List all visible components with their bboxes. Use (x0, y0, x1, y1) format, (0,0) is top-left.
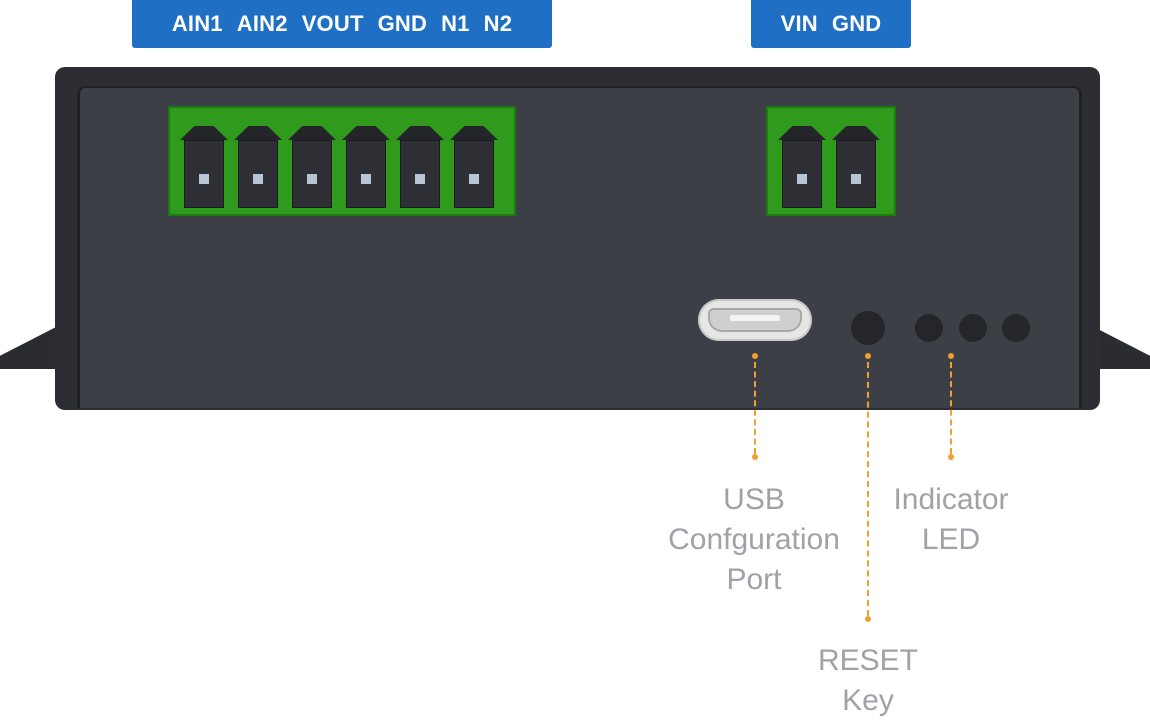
terminal-slot (396, 112, 444, 210)
reset-callout-line: RESET (817, 644, 919, 677)
terminal-slot (234, 112, 282, 210)
terminal-screw (469, 174, 479, 184)
terminal-pin-labels-left: AIN1 AIN2 VOUT GND N1 N2 (132, 0, 552, 48)
terminal-pin-labels-right: VIN GND (751, 0, 911, 48)
terminal-slot (778, 112, 826, 210)
terminal-slot (342, 112, 390, 210)
terminal-slot (288, 112, 336, 210)
reset-key (851, 311, 885, 345)
power-terminal-block (766, 106, 896, 216)
usb-leader-end-dot (752, 454, 758, 460)
reset-leader-line (867, 362, 869, 616)
terminal-screw (307, 174, 317, 184)
usb-callout-line: Port (726, 563, 782, 596)
pin-label-n1: N1 (441, 11, 470, 36)
usb-leader-start-dot (752, 353, 758, 359)
led-leader-line (950, 362, 952, 454)
terminal-slot (180, 112, 228, 210)
indicator-led (1002, 314, 1030, 342)
signal-terminal-block (168, 106, 516, 216)
terminal-screw (361, 174, 371, 184)
indicator-callout-line: LED (921, 523, 981, 556)
usb-configuration-port (698, 299, 812, 341)
indicator-led (915, 314, 943, 342)
reset-callout-line: Key (842, 684, 894, 717)
terminal-screw (253, 174, 263, 184)
usb-callout-line: Confguration (668, 523, 840, 556)
pin-label-power-gnd: GND (831, 11, 882, 36)
indicator-led (959, 314, 987, 342)
terminal-screw (797, 174, 807, 184)
terminal-screw (851, 174, 861, 184)
indicator-callout-line: Indicator (893, 483, 1009, 516)
pin-label-n2: N2 (483, 11, 513, 36)
usb-leader-line (754, 362, 756, 454)
led-leader-start-dot (948, 353, 954, 359)
terminal-screw (415, 174, 425, 184)
pin-label-ain1: AIN1 (171, 11, 223, 36)
reset-callout-label: RESET Key (793, 641, 943, 721)
reset-leader-end-dot (865, 616, 871, 622)
indicator-callout-label: Indicator LED (876, 480, 1026, 560)
mounting-tab-left (0, 325, 60, 369)
pin-label-ain2: AIN2 (236, 11, 288, 36)
usb-callout-line: USB (723, 483, 785, 516)
reset-leader-start-dot (865, 353, 871, 359)
usb-callout-label: USB Confguration Port (654, 480, 854, 600)
pin-label-gnd: GND (377, 11, 428, 36)
pin-label-vin: VIN (780, 11, 818, 36)
pin-label-vout: VOUT (301, 11, 364, 36)
terminal-screw (199, 174, 209, 184)
terminal-slot (832, 112, 880, 210)
led-leader-end-dot (948, 454, 954, 460)
terminal-slot (450, 112, 498, 210)
